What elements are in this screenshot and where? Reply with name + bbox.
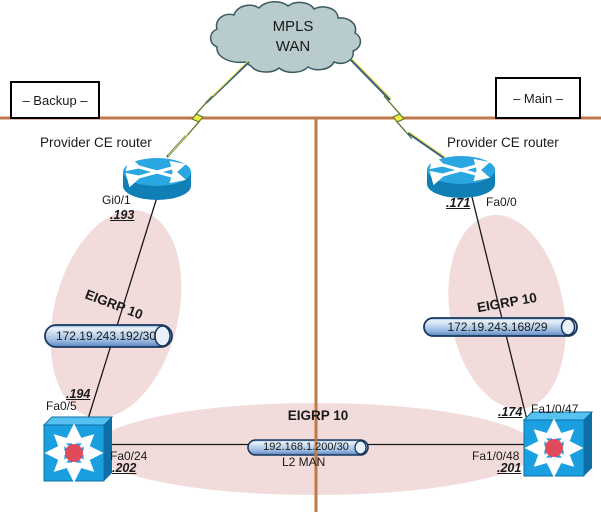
subnet-cylinder-right — [423, 317, 578, 337]
left-router-title: Provider CE router — [40, 135, 152, 150]
left-switch-man-interface-label: Fa0/24 — [110, 449, 148, 463]
subnet-label-right: 172.19.243.168/29 — [447, 320, 548, 334]
eigrp-domain-left — [50, 210, 182, 418]
left-switch-man-ip-label: .202 — [112, 461, 137, 475]
right-switch-man-ip-label: .201 — [497, 461, 522, 475]
mpls-cloud — [209, 1, 362, 74]
left-switch-uplink-interface-label: Fa0/5 — [46, 399, 77, 413]
right-router-ip-label: .171 — [446, 196, 471, 210]
left-switch-uplink-ip-label: .194 — [66, 387, 91, 401]
subnet-label-bottom: 192.168.1.200/30 — [263, 441, 349, 453]
right-switch-uplink-interface-label: Fa1/0/47 — [531, 402, 579, 416]
left-router-interface-label: Gi0/1 — [102, 193, 131, 207]
switch-icon-right — [524, 412, 592, 476]
main-site-box: – Main – — [495, 77, 581, 119]
subnet-label-left: 172.19.243.192/30 — [55, 329, 157, 343]
subnet-cylinder-left — [44, 324, 173, 348]
subnet-cylinder-bottom — [247, 439, 369, 456]
mpls-cloud-line2: WAN — [275, 38, 311, 56]
backup-site-label: – Backup – — [22, 92, 88, 108]
right-switch-uplink-ip-label: .174 — [498, 405, 523, 419]
lightning-bolt-left-icon — [166, 60, 250, 158]
l2man-label: L2 MAN — [282, 455, 326, 469]
main-site-label: – Main – — [513, 90, 563, 106]
router-icon-left — [123, 158, 191, 200]
link-left-line — [87, 193, 159, 420]
right-switch-man-interface-label: Fa1/0/48 — [472, 449, 520, 463]
eigrp-label-bottom: EIGRP 10 — [287, 408, 349, 423]
eigrp-domain-right — [448, 214, 566, 410]
left-router-ip-label: .193 — [110, 208, 135, 222]
right-router-interface-label: Fa0/0 — [486, 195, 517, 209]
switch-icon-left — [44, 417, 112, 481]
lightning-bolt-right-icon — [350, 58, 446, 159]
backup-site-box: – Backup – — [10, 81, 100, 119]
right-router-title: Provider CE router — [447, 135, 559, 150]
router-icon-right — [427, 156, 495, 198]
mpls-cloud-label: MPLS WAN — [253, 17, 333, 58]
link-right-line — [470, 192, 528, 421]
mpls-cloud-line1: MPLS — [272, 18, 314, 35]
